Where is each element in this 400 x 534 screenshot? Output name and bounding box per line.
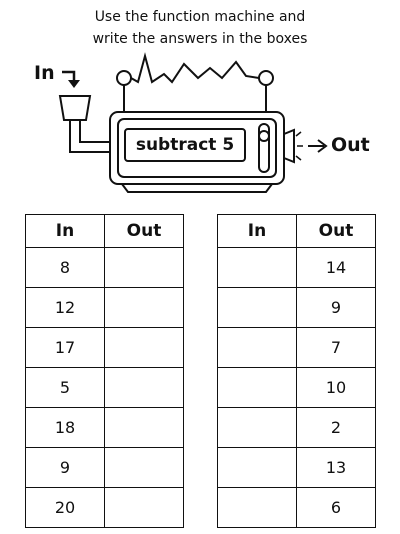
answer-box[interactable] — [217, 287, 297, 328]
instruction-line-2: write the answers in the boxes — [92, 31, 308, 47]
input-arrow-head-icon — [68, 80, 80, 88]
input-label: In — [34, 62, 55, 84]
table-row: 17 — [25, 327, 184, 368]
table-row: 13 — [217, 447, 376, 488]
table-row: 2 — [217, 407, 376, 448]
answer-box[interactable] — [217, 447, 297, 488]
column-header-out: Out — [104, 214, 184, 248]
in-cell: 18 — [25, 407, 105, 448]
in-cell: 17 — [25, 327, 105, 368]
in-cell: 20 — [25, 487, 105, 528]
left-antenna-knob-icon — [116, 70, 132, 86]
function-machine: In subtract 5 Out — [0, 52, 400, 202]
answer-box[interactable] — [217, 247, 297, 288]
column-header-in: In — [25, 214, 105, 248]
function-display: subtract 5 — [124, 128, 246, 162]
machine-base — [121, 183, 273, 193]
out-cell: 9 — [296, 287, 376, 328]
in-cell: 9 — [25, 447, 105, 488]
hopper-icon — [58, 95, 92, 121]
instruction-line-1: Use the function machine and — [94, 9, 306, 25]
table-row: 9 — [217, 287, 376, 328]
spark-icon — [130, 52, 260, 84]
out-cell: 10 — [296, 367, 376, 408]
table-row: 8 — [25, 247, 184, 288]
out-cell: 13 — [296, 447, 376, 488]
table-row: 7 — [217, 327, 376, 368]
table-row: 5 — [25, 367, 184, 408]
answer-box[interactable] — [104, 407, 184, 448]
in-cell: 8 — [25, 247, 105, 288]
answer-box[interactable] — [104, 287, 184, 328]
out-cell: 6 — [296, 487, 376, 528]
answer-box[interactable] — [104, 247, 184, 288]
table-row: 14 — [217, 247, 376, 288]
out-cell: 2 — [296, 407, 376, 448]
in-cell: 12 — [25, 287, 105, 328]
io-table-right: In Out 14 9 7 10 2 13 6 — [217, 214, 376, 528]
in-cell: 5 — [25, 367, 105, 408]
lever-knob-icon — [258, 130, 270, 142]
answer-box[interactable] — [217, 367, 297, 408]
table-row: 20 — [25, 487, 184, 528]
out-cell: 7 — [296, 327, 376, 368]
table-row: 18 — [25, 407, 184, 448]
column-header-out: Out — [296, 214, 376, 248]
instructions: Use the function machine and write the a… — [0, 6, 400, 50]
table-row: 12 — [25, 287, 184, 328]
table-row: 6 — [217, 487, 376, 528]
answer-box[interactable] — [104, 487, 184, 528]
answer-box[interactable] — [104, 327, 184, 368]
answer-box[interactable] — [104, 367, 184, 408]
answer-box[interactable] — [217, 487, 297, 528]
output-label: Out — [331, 134, 370, 156]
answer-box[interactable] — [104, 447, 184, 488]
function-machine-drawing — [58, 52, 328, 193]
answer-box[interactable] — [217, 327, 297, 368]
output-nozzle-icon — [283, 128, 295, 164]
table-row: 9 — [25, 447, 184, 488]
out-cell: 14 — [296, 247, 376, 288]
table-row: 10 — [217, 367, 376, 408]
answer-box[interactable] — [217, 407, 297, 448]
right-antenna-knob-icon — [258, 70, 274, 86]
column-header-in: In — [217, 214, 297, 248]
io-table-left: In Out 8 12 17 5 18 9 20 — [25, 214, 184, 528]
